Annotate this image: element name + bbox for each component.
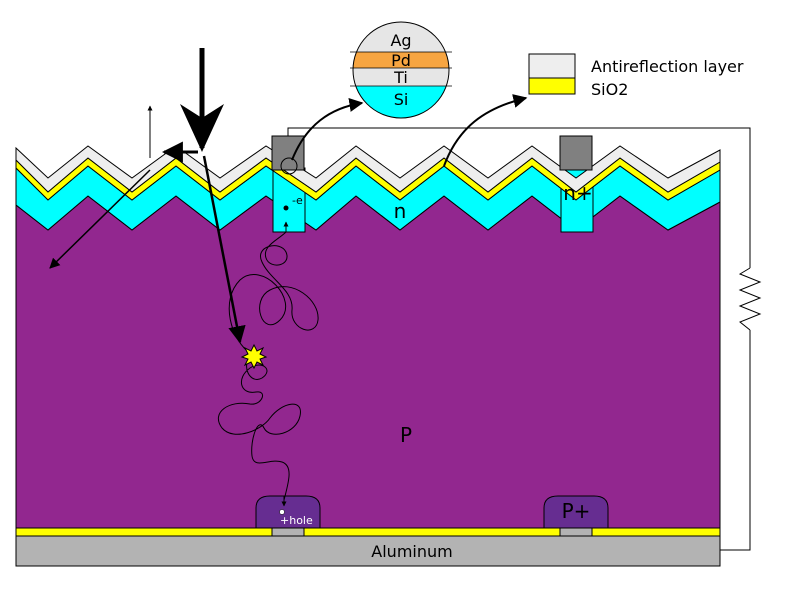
legend-swatch-antireflection [528,53,576,79]
resistor-icon [738,267,762,331]
aluminum-label: Aluminum [371,542,452,561]
pd-label: Pd [391,51,411,70]
pd-layer [353,52,449,68]
legend-label-sio2: SiO2 [591,80,628,99]
front-contact-right [559,135,593,171]
p-type-bulk [15,195,721,531]
zoom-callout-circle [280,157,298,175]
ti-layer [353,68,449,86]
p-region-label: P [400,423,412,447]
hole-dot [279,509,285,515]
ti-label: Ti [393,68,408,87]
p-plus-region-right [543,495,609,529]
zoom-callout-arrow [291,98,364,161]
p-plus-region-left [255,495,321,529]
aluminum-layer [15,535,721,567]
si-label: Si [394,90,409,109]
legend-swatch-sio2 [528,77,576,95]
legend-label-antireflection: Antireflection layer [591,57,744,76]
electron-dot [283,205,289,211]
ag-label: Ag [390,31,411,50]
electron-label: -e [292,194,303,207]
absorption-flash-icon [240,343,268,370]
back-sio2-layer [15,527,721,537]
legend-callout-arrow [443,94,528,167]
refracted-ray-deep [202,155,246,344]
carrier-path-electron [228,231,319,356]
front-contact-left [271,135,305,171]
antireflection-layer [15,145,721,193]
n-region-label: n [394,199,407,223]
incident-light-arrowhead [180,104,224,152]
refracted-ray-oblique [49,169,151,269]
p-plus-label: P+ [562,499,591,523]
hole-label: +hole [280,514,313,527]
n-plus-label: n+ [563,181,592,205]
